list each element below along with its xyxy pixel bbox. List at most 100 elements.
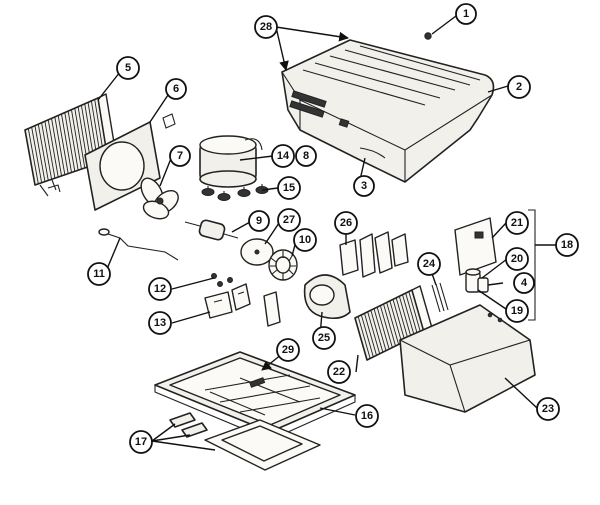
- return-air-cover: [399, 304, 536, 413]
- coil-fin: [392, 299, 406, 342]
- callout-20: 20: [505, 247, 529, 271]
- coil-fin: [71, 109, 82, 170]
- callout-19: 19: [505, 299, 529, 323]
- coil-fin: [370, 310, 384, 353]
- coil-fin: [376, 306, 390, 350]
- svg-text:11: 11: [93, 268, 105, 280]
- coil-fin: [402, 294, 415, 337]
- capacitor: [465, 268, 481, 293]
- mounting-screw: [424, 32, 432, 40]
- coil-fin: [389, 300, 403, 344]
- svg-text:12: 12: [154, 283, 166, 295]
- callout-17: 17: [129, 430, 153, 454]
- motor-bracket: [204, 283, 251, 319]
- compressor-grommets: [201, 184, 269, 201]
- coil-fin: [57, 115, 69, 174]
- coil-fin: [364, 313, 377, 356]
- coil-fin: [398, 296, 412, 339]
- relay: [477, 277, 489, 293]
- svg-text:17: 17: [135, 436, 147, 448]
- shroud-cover: [281, 32, 495, 183]
- svg-text:23: 23: [542, 403, 554, 415]
- callout-1: 1: [455, 3, 477, 25]
- callout-7: 7: [169, 145, 191, 167]
- svg-text:5: 5: [125, 62, 131, 74]
- coil-fin: [408, 291, 422, 334]
- coil-fin: [64, 112, 76, 172]
- coil-fin: [386, 302, 400, 345]
- coil-fin: [41, 122, 53, 180]
- svg-text:4: 4: [521, 277, 528, 289]
- base-pan: [154, 351, 356, 441]
- condenser-fan-blade: [140, 177, 179, 220]
- blower-wheel: [268, 249, 298, 281]
- callout-27: 27: [277, 208, 301, 232]
- gasket-blocks: [169, 412, 208, 438]
- coil-fin: [44, 121, 56, 179]
- svg-text:18: 18: [561, 239, 573, 251]
- svg-text:1: 1: [463, 8, 469, 20]
- callout-18: 18: [555, 233, 579, 257]
- gasket-frame: [204, 419, 321, 471]
- svg-text:13: 13: [154, 317, 166, 329]
- coil-fin: [367, 311, 381, 354]
- svg-text:14: 14: [277, 150, 290, 162]
- blower-housing: [303, 274, 351, 320]
- callout-3: 3: [353, 175, 375, 197]
- coil-fin: [357, 316, 371, 359]
- callout-2: 2: [507, 75, 531, 99]
- screws-set: [211, 273, 233, 287]
- callout-28: 28: [254, 15, 278, 39]
- coil-fin: [37, 124, 49, 181]
- coil-fin: [51, 118, 62, 176]
- svg-text:7: 7: [177, 150, 183, 162]
- callout-13: 13: [148, 311, 172, 335]
- svg-text:20: 20: [511, 253, 523, 265]
- mounting-plate: [263, 291, 281, 327]
- coil-fin: [61, 113, 72, 173]
- svg-text:28: 28: [260, 21, 272, 33]
- callout-23: 23: [536, 397, 560, 421]
- svg-text:10: 10: [299, 234, 311, 246]
- fan-shroud-plate: [84, 113, 176, 211]
- coil-fin: [373, 308, 387, 351]
- callout-26: 26: [334, 211, 358, 235]
- coil-fin: [54, 116, 66, 175]
- svg-text:6: 6: [173, 83, 179, 95]
- callout-24: 24: [417, 252, 441, 276]
- callout-5: 5: [116, 56, 140, 80]
- svg-text:25: 25: [318, 332, 330, 344]
- callout-29: 29: [276, 338, 300, 362]
- svg-text:21: 21: [511, 217, 523, 229]
- control-box-bracket: [528, 209, 536, 321]
- coil-fin: [405, 292, 419, 336]
- coil-fin: [395, 297, 409, 340]
- callout-25: 25: [312, 326, 336, 350]
- coil-fin: [379, 305, 393, 348]
- svg-text:26: 26: [340, 217, 352, 229]
- callout-21: 21: [505, 211, 529, 235]
- slinger-disc: [240, 238, 274, 266]
- svg-text:16: 16: [361, 410, 373, 422]
- callout-11: 11: [87, 262, 111, 286]
- shroud-ribs: [302, 45, 481, 106]
- svg-text:29: 29: [282, 344, 294, 356]
- coil-fin: [31, 127, 43, 183]
- compressor: [199, 135, 263, 188]
- svg-text:22: 22: [333, 366, 345, 378]
- svg-text:3: 3: [361, 180, 367, 192]
- coil-fin: [67, 111, 79, 171]
- coil-fin: [27, 128, 39, 184]
- callout-4: 4: [513, 272, 535, 294]
- svg-text:2: 2: [516, 81, 522, 93]
- callout-9: 9: [248, 210, 270, 232]
- svg-text:19: 19: [511, 305, 523, 317]
- callout-22: 22: [327, 360, 351, 384]
- svg-text:15: 15: [283, 182, 295, 194]
- svg-text:24: 24: [423, 258, 436, 270]
- wire-harness: [431, 282, 449, 313]
- coil-fin: [383, 303, 396, 347]
- capillary-tube: [98, 228, 179, 261]
- callout-10: 10: [293, 228, 317, 252]
